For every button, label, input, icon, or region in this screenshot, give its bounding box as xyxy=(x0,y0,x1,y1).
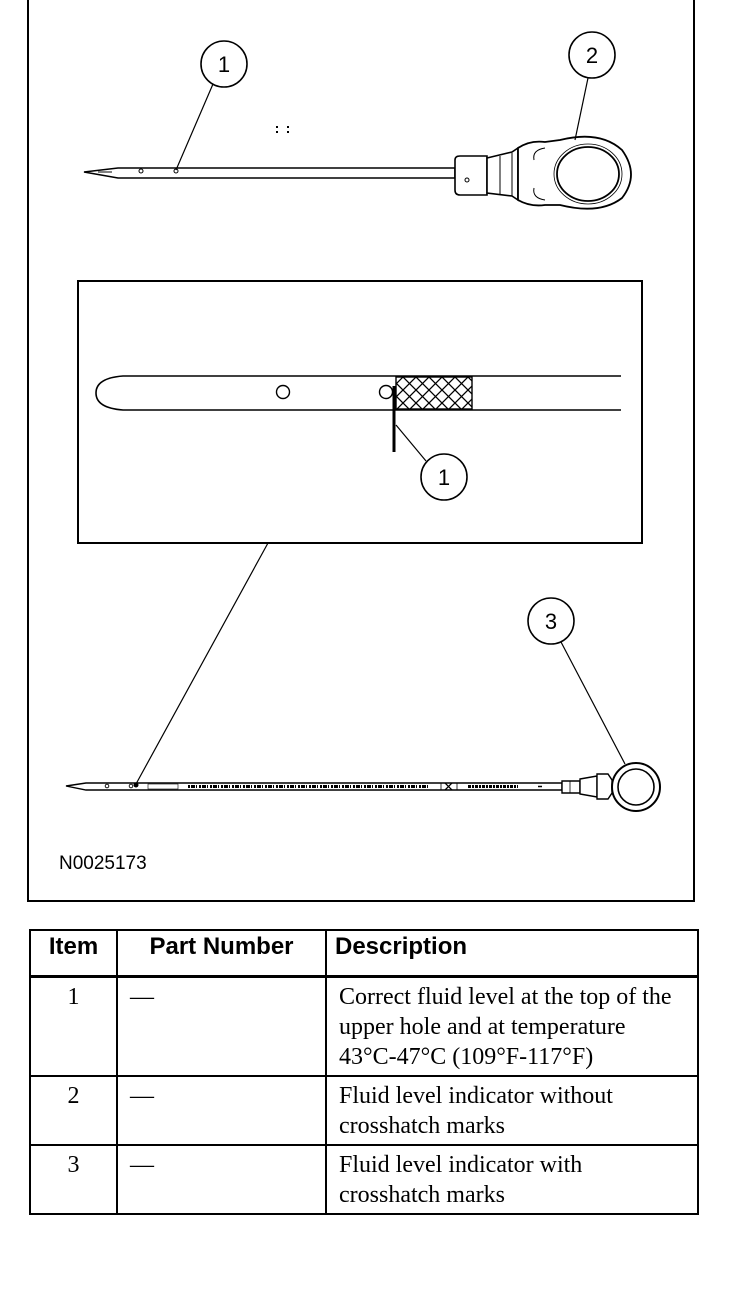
callout-1-detail-label: 1 xyxy=(438,465,450,490)
table-header-row: Item Part Number Description xyxy=(29,929,699,978)
leader-line xyxy=(560,641,626,765)
callout-2-label: 2 xyxy=(586,43,598,68)
dipstick-illustration: 1 2 1 3 N0025173 xyxy=(27,0,695,902)
figure-id: N0025173 xyxy=(59,853,147,874)
dipstick-without-crosshatch xyxy=(83,135,632,210)
row-part-number: — xyxy=(116,1075,327,1146)
leader-line xyxy=(574,77,589,141)
parts-table: Item Part Number Description 1 — Correct… xyxy=(29,929,699,1215)
row-item: 3 xyxy=(29,1144,118,1215)
table-row: 3 — Fluid level indicator with crosshatc… xyxy=(29,1144,699,1215)
row-part-number: — xyxy=(116,975,327,1077)
callout-2 xyxy=(568,31,616,79)
row-item: 2 xyxy=(29,1075,118,1146)
stray-marks xyxy=(276,126,289,133)
callout-3-label: 3 xyxy=(545,609,557,634)
row-description: Fluid level indicator without crosshatch… xyxy=(325,1075,699,1146)
callout-1-detail xyxy=(420,453,468,501)
detail-dipstick-tip xyxy=(95,375,621,452)
callout-1-top-label: 1 xyxy=(218,52,230,77)
table-row: 2 — Fluid level indicator without crossh… xyxy=(29,1075,699,1146)
row-item: 1 xyxy=(29,975,118,1077)
row-description: Correct fluid level at the top of the up… xyxy=(325,975,699,1077)
crosshatch-band xyxy=(395,376,473,410)
figure-frame xyxy=(27,0,695,902)
row-part-number: — xyxy=(116,1144,327,1215)
dipstick-with-crosshatch xyxy=(65,762,661,812)
header-item: Item xyxy=(29,929,118,978)
leader-line xyxy=(175,83,214,171)
row-description: Fluid level indicator with crosshatch ma… xyxy=(325,1144,699,1215)
leader-line xyxy=(395,424,427,462)
callout-1-top xyxy=(200,40,248,88)
header-part-number: Part Number xyxy=(116,929,327,978)
detail-inset-frame xyxy=(77,280,643,544)
detail-leader-line xyxy=(135,542,269,785)
header-description: Description xyxy=(325,929,699,978)
table-row: 1 — Correct fluid level at the top of th… xyxy=(29,975,699,1077)
callout-3 xyxy=(527,597,575,645)
